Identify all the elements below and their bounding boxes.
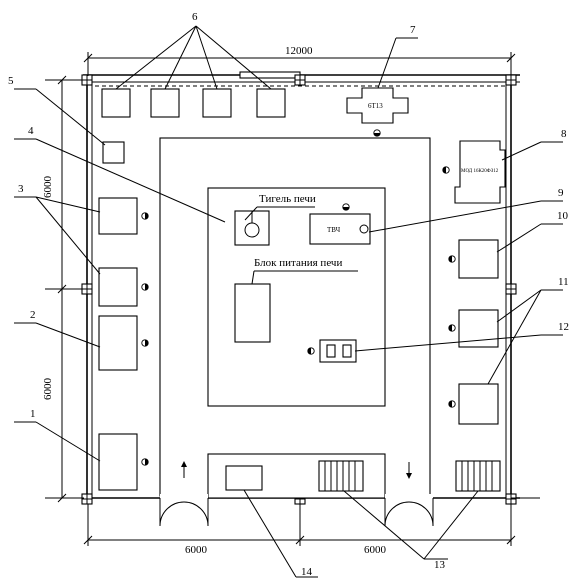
tvch-label: ТВЧ [327, 226, 341, 234]
callout-12: 12 [558, 321, 569, 333]
callout-2: 2 [30, 309, 36, 321]
callout-5: 5 [8, 75, 14, 87]
callout-14: 14 [301, 566, 313, 578]
leader-lines [14, 25, 563, 578]
equipment-3-upper [98, 197, 138, 235]
furnace-power-block [234, 283, 271, 343]
column-marker [505, 74, 517, 86]
dim-left-lower: 6000 [42, 378, 54, 401]
door-left [159, 461, 209, 527]
column-marker [81, 493, 93, 505]
equipment-5 [102, 141, 125, 164]
equipment: 6Т13 МОД 16К20ФЗ12 ТВЧ [98, 87, 506, 492]
equipment-8: МОД 16К20ФЗ12 [454, 140, 506, 204]
equipment-6-d [256, 88, 286, 118]
equipment-3-lower [98, 267, 138, 307]
equipment-2 [98, 315, 138, 371]
operator-marker [448, 324, 456, 332]
power-block-label: Блок питания печи [254, 257, 342, 269]
operator-marker [448, 400, 456, 408]
equipment-11-lower [458, 383, 499, 425]
crucible-label: Тигель печи [259, 193, 316, 205]
equipment-6-b [150, 88, 180, 118]
callout-13: 13 [434, 559, 446, 571]
equipment-14 [225, 465, 263, 491]
callout-numbers: 1 2 3 4 5 6 7 8 9 10 11 12 13 14 [8, 11, 569, 578]
dim-top-12000: 12000 [285, 45, 313, 57]
operator-marker [448, 255, 456, 263]
dim-bottom-right: 6000 [364, 544, 387, 556]
equipment-12 [319, 339, 357, 363]
equipment-6-a [101, 88, 131, 118]
callout-9: 9 [558, 187, 564, 199]
callout-7: 7 [410, 24, 416, 36]
operator-marker [373, 129, 381, 137]
unit7-label: 6Т13 [368, 102, 383, 110]
operator-marker [307, 347, 315, 355]
room-labels: Тигель печи Блок питания печи [254, 193, 342, 269]
unit8-label: МОД 16К20ФЗ12 [461, 169, 499, 174]
callout-3: 3 [18, 183, 24, 195]
callout-4: 4 [28, 125, 34, 137]
door-right [384, 462, 434, 527]
operator-marker [342, 203, 350, 211]
operator-markers [141, 129, 456, 466]
operator-marker [141, 458, 149, 466]
equipment-10 [458, 239, 499, 279]
equipment-7: 6Т13 [346, 87, 409, 124]
equipment-6-c [202, 88, 232, 118]
furnace-crucible [234, 210, 270, 246]
dimension-lines [45, 52, 540, 546]
callout-1: 1 [30, 408, 36, 420]
dim-left-upper: 6000 [42, 176, 54, 199]
top-window [239, 71, 301, 79]
columns [81, 74, 517, 505]
dim-bottom-left: 6000 [185, 544, 208, 556]
tvch-unit: ТВЧ [309, 213, 371, 245]
inner-zones [159, 137, 431, 499]
radiator-right [455, 460, 501, 492]
column-marker [505, 493, 517, 505]
doors [159, 461, 434, 527]
operator-marker [141, 283, 149, 291]
callout-10: 10 [557, 210, 569, 222]
operator-marker [442, 166, 450, 174]
operator-marker [141, 212, 149, 220]
column-marker [505, 283, 517, 295]
column-marker [294, 74, 306, 86]
callout-11: 11 [558, 276, 569, 288]
callout-8: 8 [561, 128, 567, 140]
operator-marker [141, 339, 149, 347]
callout-6: 6 [192, 11, 198, 23]
radiator-left [318, 460, 364, 492]
equipment-1 [98, 433, 138, 491]
dimension-labels: 12000 6000 6000 6000 6000 [42, 45, 387, 556]
